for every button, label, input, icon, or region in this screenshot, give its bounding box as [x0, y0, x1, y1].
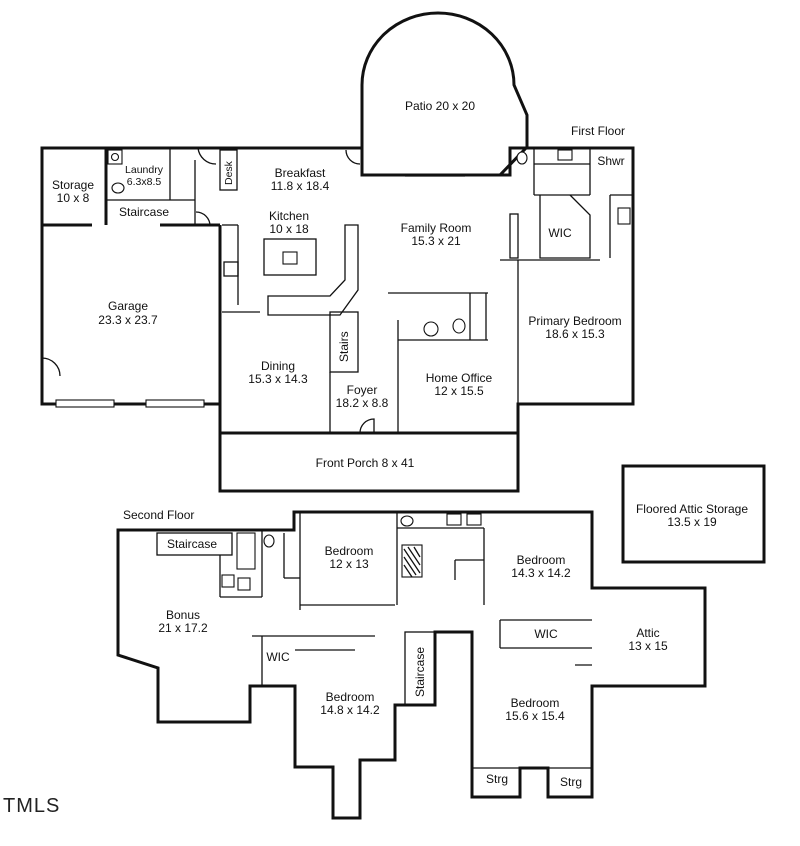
- sink-icon: [282, 251, 298, 265]
- sink-icon: [237, 577, 251, 591]
- bathtub-icon: [236, 532, 256, 570]
- door-swing-icon: [41, 357, 61, 377]
- sink-icon: [446, 513, 462, 526]
- attic-storage-dims: 13.5 x 19: [667, 515, 717, 529]
- toilet-icon: [452, 318, 466, 334]
- bedroom-4-label: Bedroom: [511, 696, 560, 710]
- attic-dims: 13 x 15: [628, 639, 668, 653]
- breakfast-label: Breakfast: [275, 166, 326, 180]
- kitchen-counter: [267, 224, 359, 316]
- primary-bedroom-label: Primary Bedroom: [528, 314, 621, 328]
- window-icon: [145, 399, 205, 408]
- toilet-icon: [516, 151, 528, 165]
- staircase-vertical-box: [404, 631, 436, 706]
- bonus-label: Bonus: [166, 608, 200, 622]
- toilet-icon: [400, 515, 414, 527]
- garage-dims: 23.3 x 23.7: [98, 313, 158, 327]
- kitchen-dims: 10 x 18: [269, 222, 309, 236]
- window-icon: [55, 399, 115, 408]
- family-room-dims: 15.3 x 21: [411, 234, 461, 248]
- front-porch-outline: [218, 431, 520, 493]
- storage-1-label: Strg: [486, 772, 508, 786]
- sink-icon: [466, 513, 482, 526]
- door-swing-icon: [197, 147, 217, 165]
- staircase-second-label: Staircase: [167, 537, 217, 551]
- sink-icon: [617, 207, 631, 225]
- home-office-label: Home Office: [426, 371, 493, 385]
- door-swing-icon: [345, 149, 361, 165]
- patio-label: Patio 20 x 20: [405, 99, 475, 113]
- bedroom-1-dims: 12 x 13: [329, 557, 369, 571]
- storage-label: Storage: [52, 178, 94, 192]
- door-swing-icon: [359, 418, 375, 434]
- laundry-label: Laundry: [125, 164, 164, 176]
- dining-label: Dining: [261, 359, 295, 373]
- bedroom-2-dims: 14.3 x 14.2: [511, 566, 571, 580]
- bedroom-3-dims: 14.8 x 14.2: [320, 703, 380, 717]
- staircase-vertical-label: Staircase: [413, 647, 427, 697]
- kitchen-label: Kitchen: [269, 209, 309, 223]
- wic-label: WIC: [548, 226, 572, 240]
- family-room-label: Family Room: [401, 221, 472, 235]
- bonus-dims: 21 x 17.2: [158, 621, 208, 635]
- first-floor-outline: [40, 146, 635, 435]
- staircase-box: [156, 532, 233, 556]
- attic-storage-outline: [621, 464, 766, 564]
- bonus-wic-label: WIC: [266, 650, 290, 664]
- desk-label: Desk: [223, 160, 235, 185]
- foyer-label: Foyer: [347, 383, 378, 397]
- stairs-outline: [329, 311, 359, 373]
- first-floor: [40, 11, 635, 493]
- foyer-dims: 18.2 x 8.8: [336, 396, 389, 410]
- storage-2-label: Strg: [560, 775, 582, 789]
- front-porch-label: Front Porch 8 x 41: [316, 456, 415, 470]
- toilet-icon: [111, 182, 125, 194]
- tmls-logo: TMLS: [3, 795, 60, 817]
- garage-label: Garage: [108, 299, 148, 313]
- attic-storage-label: Floored Attic Storage: [636, 502, 748, 516]
- home-office-dims: 12 x 15.5: [434, 384, 484, 398]
- door-swing-icon: [195, 211, 211, 227]
- first-floor-title: First Floor: [571, 124, 625, 138]
- stairs-label: Stairs: [337, 331, 351, 362]
- attic-label: Attic: [636, 626, 659, 640]
- bedroom-4-dims: 15.6 x 15.4: [505, 709, 565, 723]
- kitchen-island: [263, 238, 317, 276]
- sink-icon: [557, 149, 573, 161]
- second-floor: [116, 510, 707, 820]
- bedroom-3-label: Bedroom: [326, 690, 375, 704]
- desk-outline: [219, 149, 238, 191]
- breakfast-dims: 11.8 x 18.4: [271, 179, 330, 193]
- bedroom-2-label: Bedroom: [517, 553, 566, 567]
- toilet-icon: [263, 534, 275, 548]
- laundry-dims: 6.3x8.5: [127, 176, 162, 188]
- second-floor-title: Second Floor: [123, 508, 194, 522]
- patio-outline: [360, 11, 529, 177]
- staircase-label: Staircase: [119, 205, 169, 219]
- sink-icon: [221, 574, 235, 588]
- fireplace-icon: [509, 213, 519, 259]
- bedroom-1-label: Bedroom: [325, 544, 374, 558]
- storage-dims: 10 x 8: [57, 191, 90, 205]
- sink-icon: [423, 321, 439, 337]
- dining-dims: 15.3 x 14.3: [248, 372, 308, 386]
- shower-label: Shwr: [597, 154, 624, 168]
- bedroom-2-wic-label: WIC: [534, 627, 558, 641]
- primary-bedroom-dims: 18.6 x 15.3: [545, 327, 605, 341]
